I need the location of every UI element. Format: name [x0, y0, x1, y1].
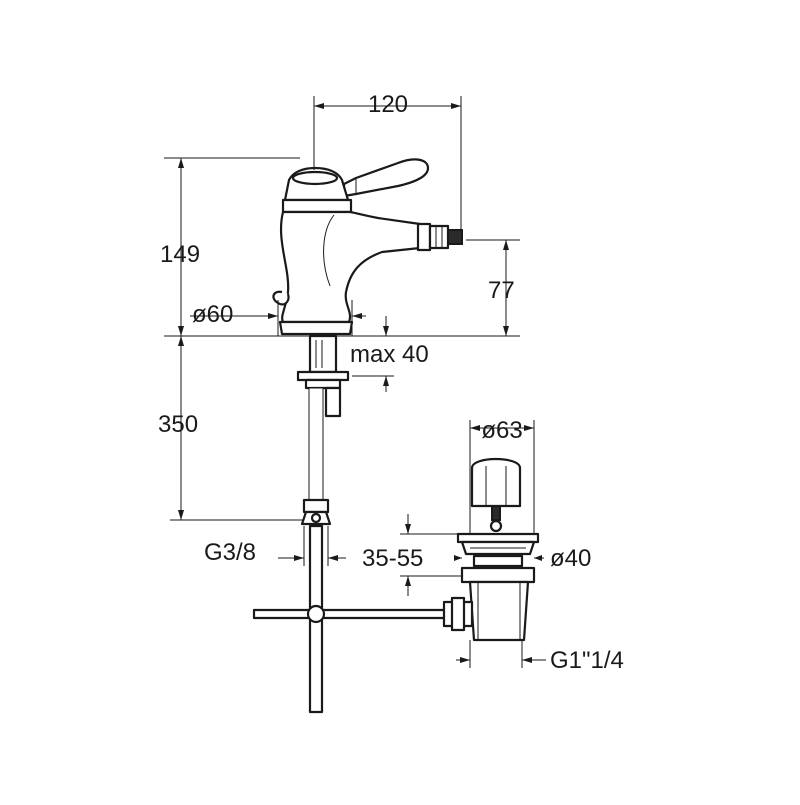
mixer-body — [279, 210, 422, 324]
dim-waste-adjust-label: 35-55 — [362, 545, 423, 572]
dim-hose-thread-label: G3/8 — [204, 539, 256, 566]
dim-waste-flange-diameter-label: ø40 — [550, 545, 591, 572]
mixer-base — [278, 320, 354, 336]
lever-handle — [342, 158, 430, 198]
bidet-mixer — [252, 158, 463, 714]
dim-spout-height-label: 77 — [488, 277, 515, 304]
dim-max-thickness-label: max 40 — [350, 341, 429, 368]
dim-width-label: 120 — [368, 91, 408, 118]
dimension-labels: 120 149 77 ø60 max 40 350 G3/8 ø63 35-55… — [158, 91, 624, 674]
waste-body — [468, 580, 530, 642]
pop-up-waste — [442, 458, 540, 642]
mounting-shank — [308, 334, 338, 374]
dim-waste-thread-label: G1"1/4 — [550, 647, 624, 674]
dim-base-diameter-label: ø60 — [192, 301, 233, 328]
dimension-lines — [164, 96, 546, 668]
waste-knob — [470, 458, 522, 508]
dim-waste-top-diameter-label: ø63 — [481, 417, 522, 444]
dim-height-label: 149 — [160, 241, 200, 268]
dim-hose-length-label: 350 — [158, 411, 198, 438]
